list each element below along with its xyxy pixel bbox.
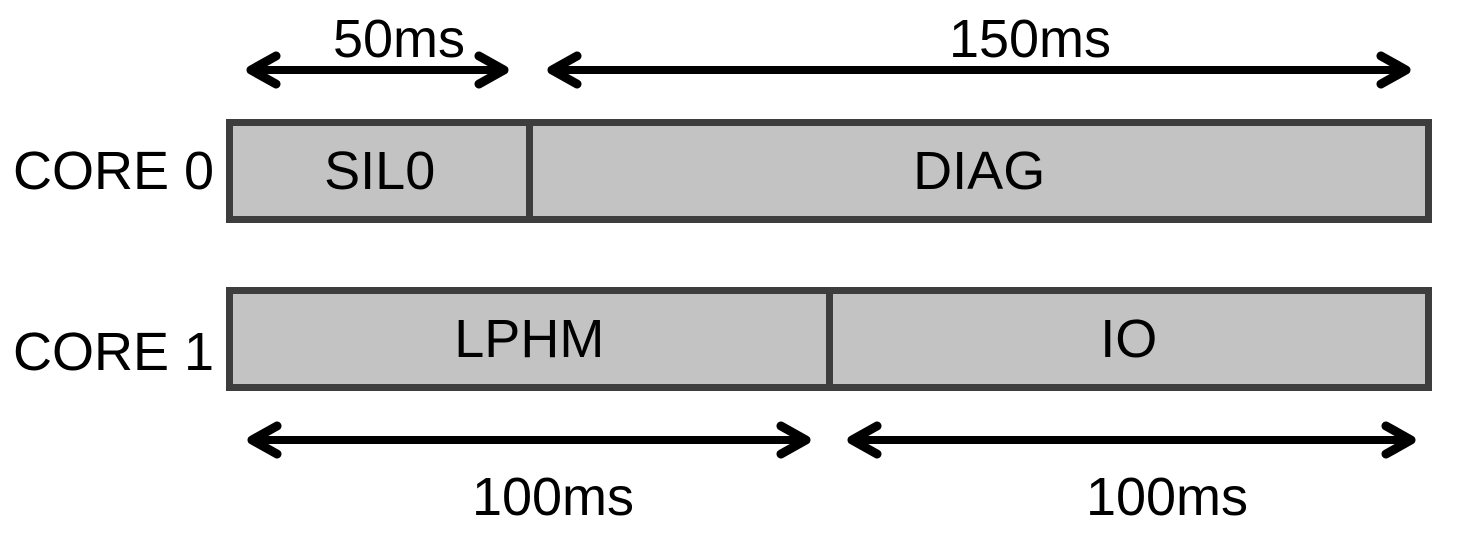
duration-arrow-100ms-lphm	[246, 418, 812, 462]
core1-segment-io-label: IO	[1100, 309, 1158, 369]
core0-segment-sil0: SIL0	[233, 126, 534, 216]
core1-segment-io: IO	[833, 294, 1425, 384]
duration-arrow-50ms	[245, 48, 510, 92]
duration-arrow-100ms-io	[846, 418, 1417, 462]
duration-label-150ms: 150ms	[948, 9, 1112, 69]
core1-segment-lphm-label: LPHM	[454, 309, 605, 369]
core1-bar: LPHM IO	[226, 287, 1432, 391]
core0-label: CORE 0	[13, 141, 215, 201]
duration-label-100ms-lphm: 100ms	[471, 467, 635, 527]
duration-label-50ms: 50ms	[332, 9, 466, 69]
core0-bar: SIL0 DIAG	[226, 119, 1432, 223]
core0-segment-diag-label: DIAG	[913, 141, 1046, 201]
core0-segment-diag: DIAG	[533, 126, 1425, 216]
core0-segment-sil0-label: SIL0	[324, 141, 436, 201]
duration-arrow-150ms	[546, 48, 1412, 92]
core1-segment-lphm: LPHM	[233, 294, 833, 384]
core1-label: CORE 1	[13, 322, 215, 382]
duration-label-100ms-io: 100ms	[1085, 467, 1249, 527]
